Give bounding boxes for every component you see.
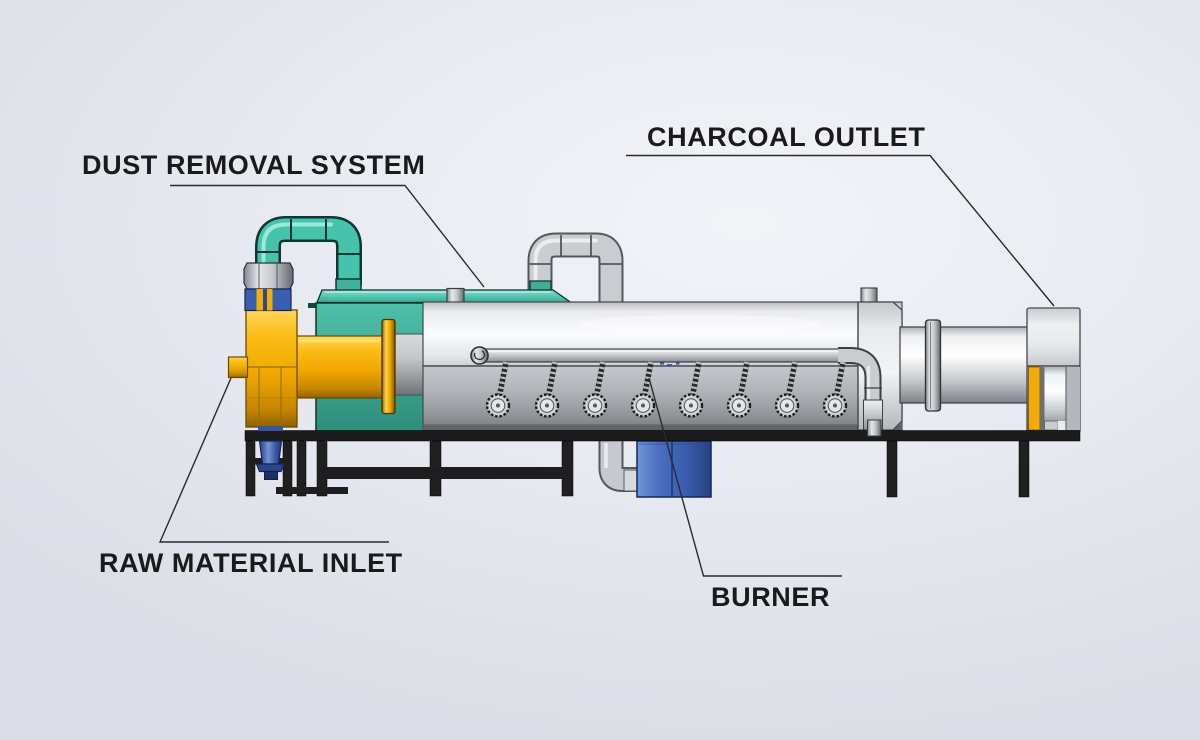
burner-label: BURNER bbox=[711, 582, 831, 612]
fuel-rail-end-cap bbox=[470, 346, 489, 365]
raw-material-inlet-label: RAW MATERIAL INLET bbox=[99, 548, 403, 578]
discharge-cylinder bbox=[899, 319, 1029, 412]
raw-material-leader-line bbox=[158, 377, 389, 543]
support-frame bbox=[244, 419, 1081, 498]
burner-leader-line bbox=[648, 377, 842, 577]
smoke-pipe-arch bbox=[527, 232, 624, 303]
housing-lid bbox=[316, 287, 574, 304]
drum-support-stub bbox=[867, 419, 882, 437]
burner-nozzle bbox=[726, 361, 752, 418]
burner-assembly bbox=[470, 346, 883, 431]
screw-feeder bbox=[293, 318, 396, 415]
outlet-yellow-guide bbox=[1028, 366, 1041, 431]
dust-removal-leader-line bbox=[170, 184, 485, 288]
exhaust-pipe-arch bbox=[255, 216, 362, 293]
burner-nozzle bbox=[582, 361, 608, 418]
dust-removal-system-label: DUST REMOVAL SYSTEM bbox=[82, 150, 426, 180]
hopper-coupling bbox=[243, 262, 294, 290]
charcoal-outlet-leader-line bbox=[626, 154, 1055, 307]
raw-material-hopper bbox=[227, 309, 298, 428]
hopper-blue-ring bbox=[244, 288, 292, 312]
burner-nozzles bbox=[485, 361, 848, 418]
lid-port-stub bbox=[446, 287, 465, 304]
burner-nozzle bbox=[774, 361, 800, 418]
feeder-shaft bbox=[393, 333, 427, 396]
drum-logo-mark bbox=[660, 362, 680, 367]
charcoal-outlet-label: CHARCOAL OUTLET bbox=[647, 122, 926, 152]
charcoal-outlet-box bbox=[1026, 307, 1081, 432]
burner-nozzle bbox=[630, 361, 656, 418]
frame-rail bbox=[244, 430, 1081, 442]
burner-nozzle bbox=[534, 361, 560, 418]
burner-nozzle bbox=[485, 361, 511, 418]
frame-crossbar-main bbox=[317, 467, 573, 479]
feeder-tube bbox=[293, 335, 385, 399]
discharge-flange bbox=[924, 319, 942, 412]
feeder-flange bbox=[381, 318, 396, 415]
housing-tab bbox=[308, 303, 317, 308]
flue-down-pipe bbox=[598, 439, 640, 492]
pipe-collar bbox=[623, 469, 638, 492]
frame-crossbar-low bbox=[276, 487, 348, 494]
leader-lines bbox=[158, 154, 1055, 577]
burner-nozzle bbox=[678, 361, 704, 418]
inlet-stub bbox=[227, 356, 249, 379]
inlet-cone bbox=[255, 426, 285, 480]
burner-nozzle bbox=[822, 361, 848, 418]
